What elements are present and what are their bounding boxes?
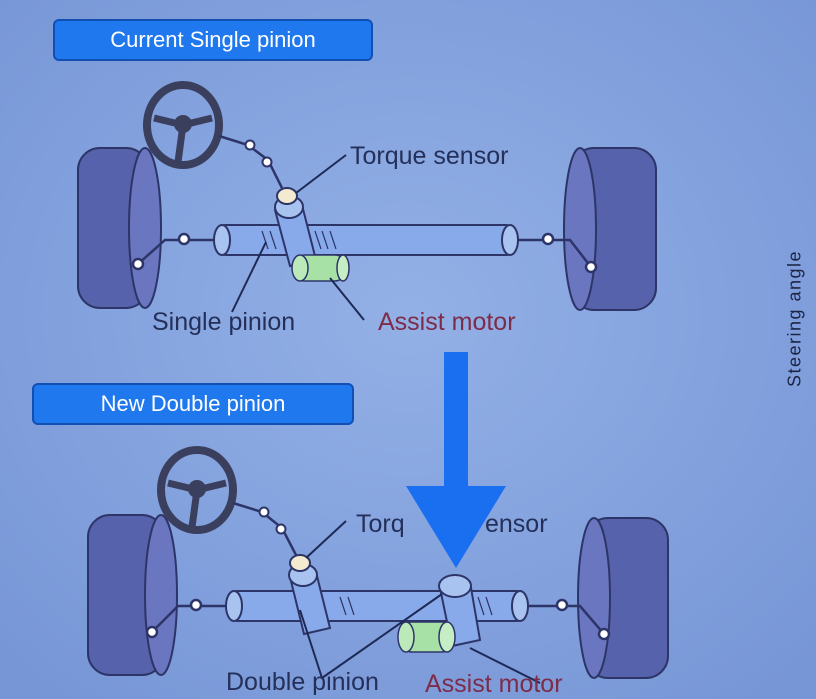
bottom-right-wheel: [577, 517, 669, 679]
single-pinion-label: Single pinion: [152, 308, 296, 336]
bottom-assist-motor-label: Assist motor: [425, 670, 563, 698]
bottom-steering-wheel: [157, 446, 237, 534]
bottom-torque-sensor: [289, 554, 311, 572]
new-double-pinion-banner: New Double pinion: [32, 383, 354, 425]
top-steering-column: [218, 134, 284, 189]
top-leader-lines: [231, 154, 365, 321]
bottom-assist-motor: [397, 621, 456, 653]
double-pinion-label: Double pinion: [226, 668, 379, 696]
top-assembly: [77, 81, 657, 321]
bottom-steering-column: [232, 501, 298, 556]
transition-arrow: [406, 352, 506, 568]
bottom-leader-lines: [299, 520, 541, 684]
top-left-wheel: [77, 147, 162, 309]
top-torque-sensor: [276, 187, 298, 205]
current-single-pinion-banner: Current Single pinion: [53, 19, 373, 61]
top-pinion-housing: [273, 187, 318, 268]
top-tie-rods: [131, 232, 598, 274]
top-assist-motor-label: Assist motor: [378, 308, 516, 336]
bottom-pinion-housing-left: [288, 554, 332, 636]
top-torque-sensor-label: Torque sensor: [350, 142, 509, 170]
bottom-rack: [225, 590, 529, 622]
bottom-torque-sensor-label-right: ensor: [485, 510, 548, 538]
bottom-left-wheel: [87, 514, 178, 676]
bottom-tie-rods: [145, 598, 611, 641]
top-rack: [213, 224, 519, 256]
steering-angle-label: Steering angle: [784, 249, 805, 388]
top-assist-motor: [291, 254, 350, 282]
bottom-assembly: [87, 446, 669, 684]
bottom-torque-sensor-label-left: Torq: [356, 510, 405, 538]
top-right-wheel: [563, 147, 657, 311]
top-steering-wheel: [143, 81, 223, 169]
